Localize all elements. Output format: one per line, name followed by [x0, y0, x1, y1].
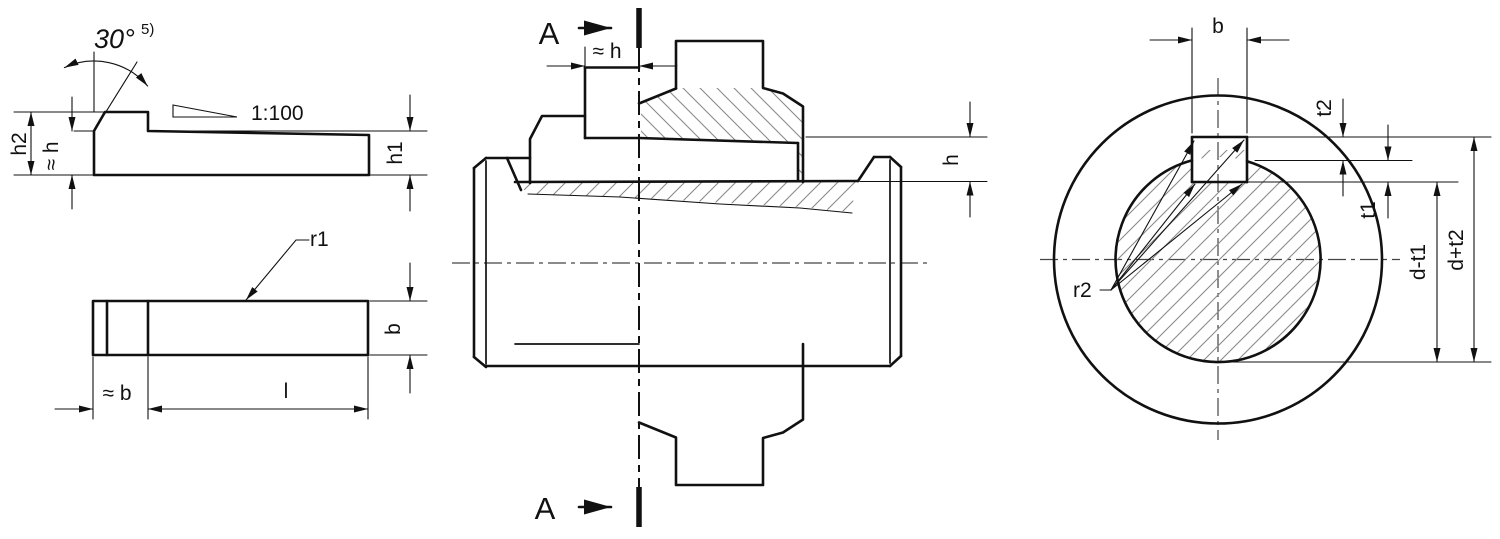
dim-label-h: h	[940, 154, 963, 166]
dimension-approx-h-assembly: ≈ h	[546, 40, 678, 70]
dimension-l: l	[147, 380, 369, 413]
section-marker-top: A	[539, 16, 613, 51]
shaft-section-hatch	[1115, 150, 1321, 362]
dimension-approx-b: ≈ b	[54, 382, 132, 413]
keyway-outline	[1190, 135, 1249, 184]
dimension-t2: t2	[1313, 98, 1347, 197]
dimension-h: h	[805, 101, 988, 218]
chamfer-extension-line	[93, 61, 138, 132]
dim-label-b-section: b	[1212, 15, 1224, 38]
key-plan-outline	[91, 299, 370, 357]
dimension-d-plus-t2: d+t2	[1445, 136, 1478, 363]
dimension-t1: t1	[1357, 124, 1392, 219]
angle-footnote: 5)	[141, 21, 154, 38]
dim-label-approx-b: ≈ b	[102, 382, 131, 405]
key-profile-outline	[92, 110, 371, 177]
taper-ratio-label: 1:100	[251, 102, 304, 125]
dim-label-approx-h: ≈ h	[40, 141, 63, 170]
taper-symbol	[172, 104, 238, 118]
dim-label-h2: h2	[8, 132, 31, 155]
key-plan-view: r1 ≈ b l b	[54, 228, 428, 420]
hub-outer-circle	[1052, 94, 1384, 425]
leader-r2: r2	[1073, 139, 1245, 302]
section-marker-bottom: A	[535, 491, 613, 526]
dim-label-h1: h1	[384, 141, 407, 164]
dimension-b-section: b	[1149, 15, 1290, 134]
shaft-circle	[1114, 159, 1322, 364]
dim-label-l: l	[284, 380, 289, 403]
key-side-view: 30° 5) 1:100 h2 ≈ h h1	[8, 21, 428, 212]
dimension-b-plan: b	[382, 262, 414, 394]
dimension-h1: h1	[384, 94, 414, 212]
dimension-d-minus-t1: d-t1	[1407, 181, 1441, 363]
dim-label-t1: t1	[1357, 201, 1380, 219]
dim-label-t2: t2	[1313, 99, 1336, 117]
dim-label-d-minus-t1: d-t1	[1407, 244, 1430, 280]
dim-label-d-plus-t2: d+t2	[1445, 229, 1468, 270]
hub-sleeve-hatch	[516, 182, 857, 212]
dimension-h2: h2	[8, 111, 35, 176]
angle-arc	[63, 58, 149, 87]
dim-label-approx-h-assembly: ≈ h	[592, 40, 621, 63]
leader-r1: r1	[245, 228, 329, 301]
hub-section-hatch	[641, 88, 803, 181]
radius-label-r2: r2	[1073, 279, 1092, 302]
hub-section-view: b t2 t1 d-t1 d+t2 r2	[1040, 15, 1492, 440]
section-label-a-top: A	[539, 16, 560, 51]
shaft-assembly-view: A A ≈ h h	[452, 8, 988, 527]
angle-label: 30°	[94, 24, 135, 54]
radius-label-r1: r1	[310, 228, 329, 251]
section-label-a-bottom: A	[535, 491, 556, 526]
dim-label-b-plan: b	[382, 323, 405, 335]
dimension-approx-h: ≈ h	[40, 96, 76, 210]
